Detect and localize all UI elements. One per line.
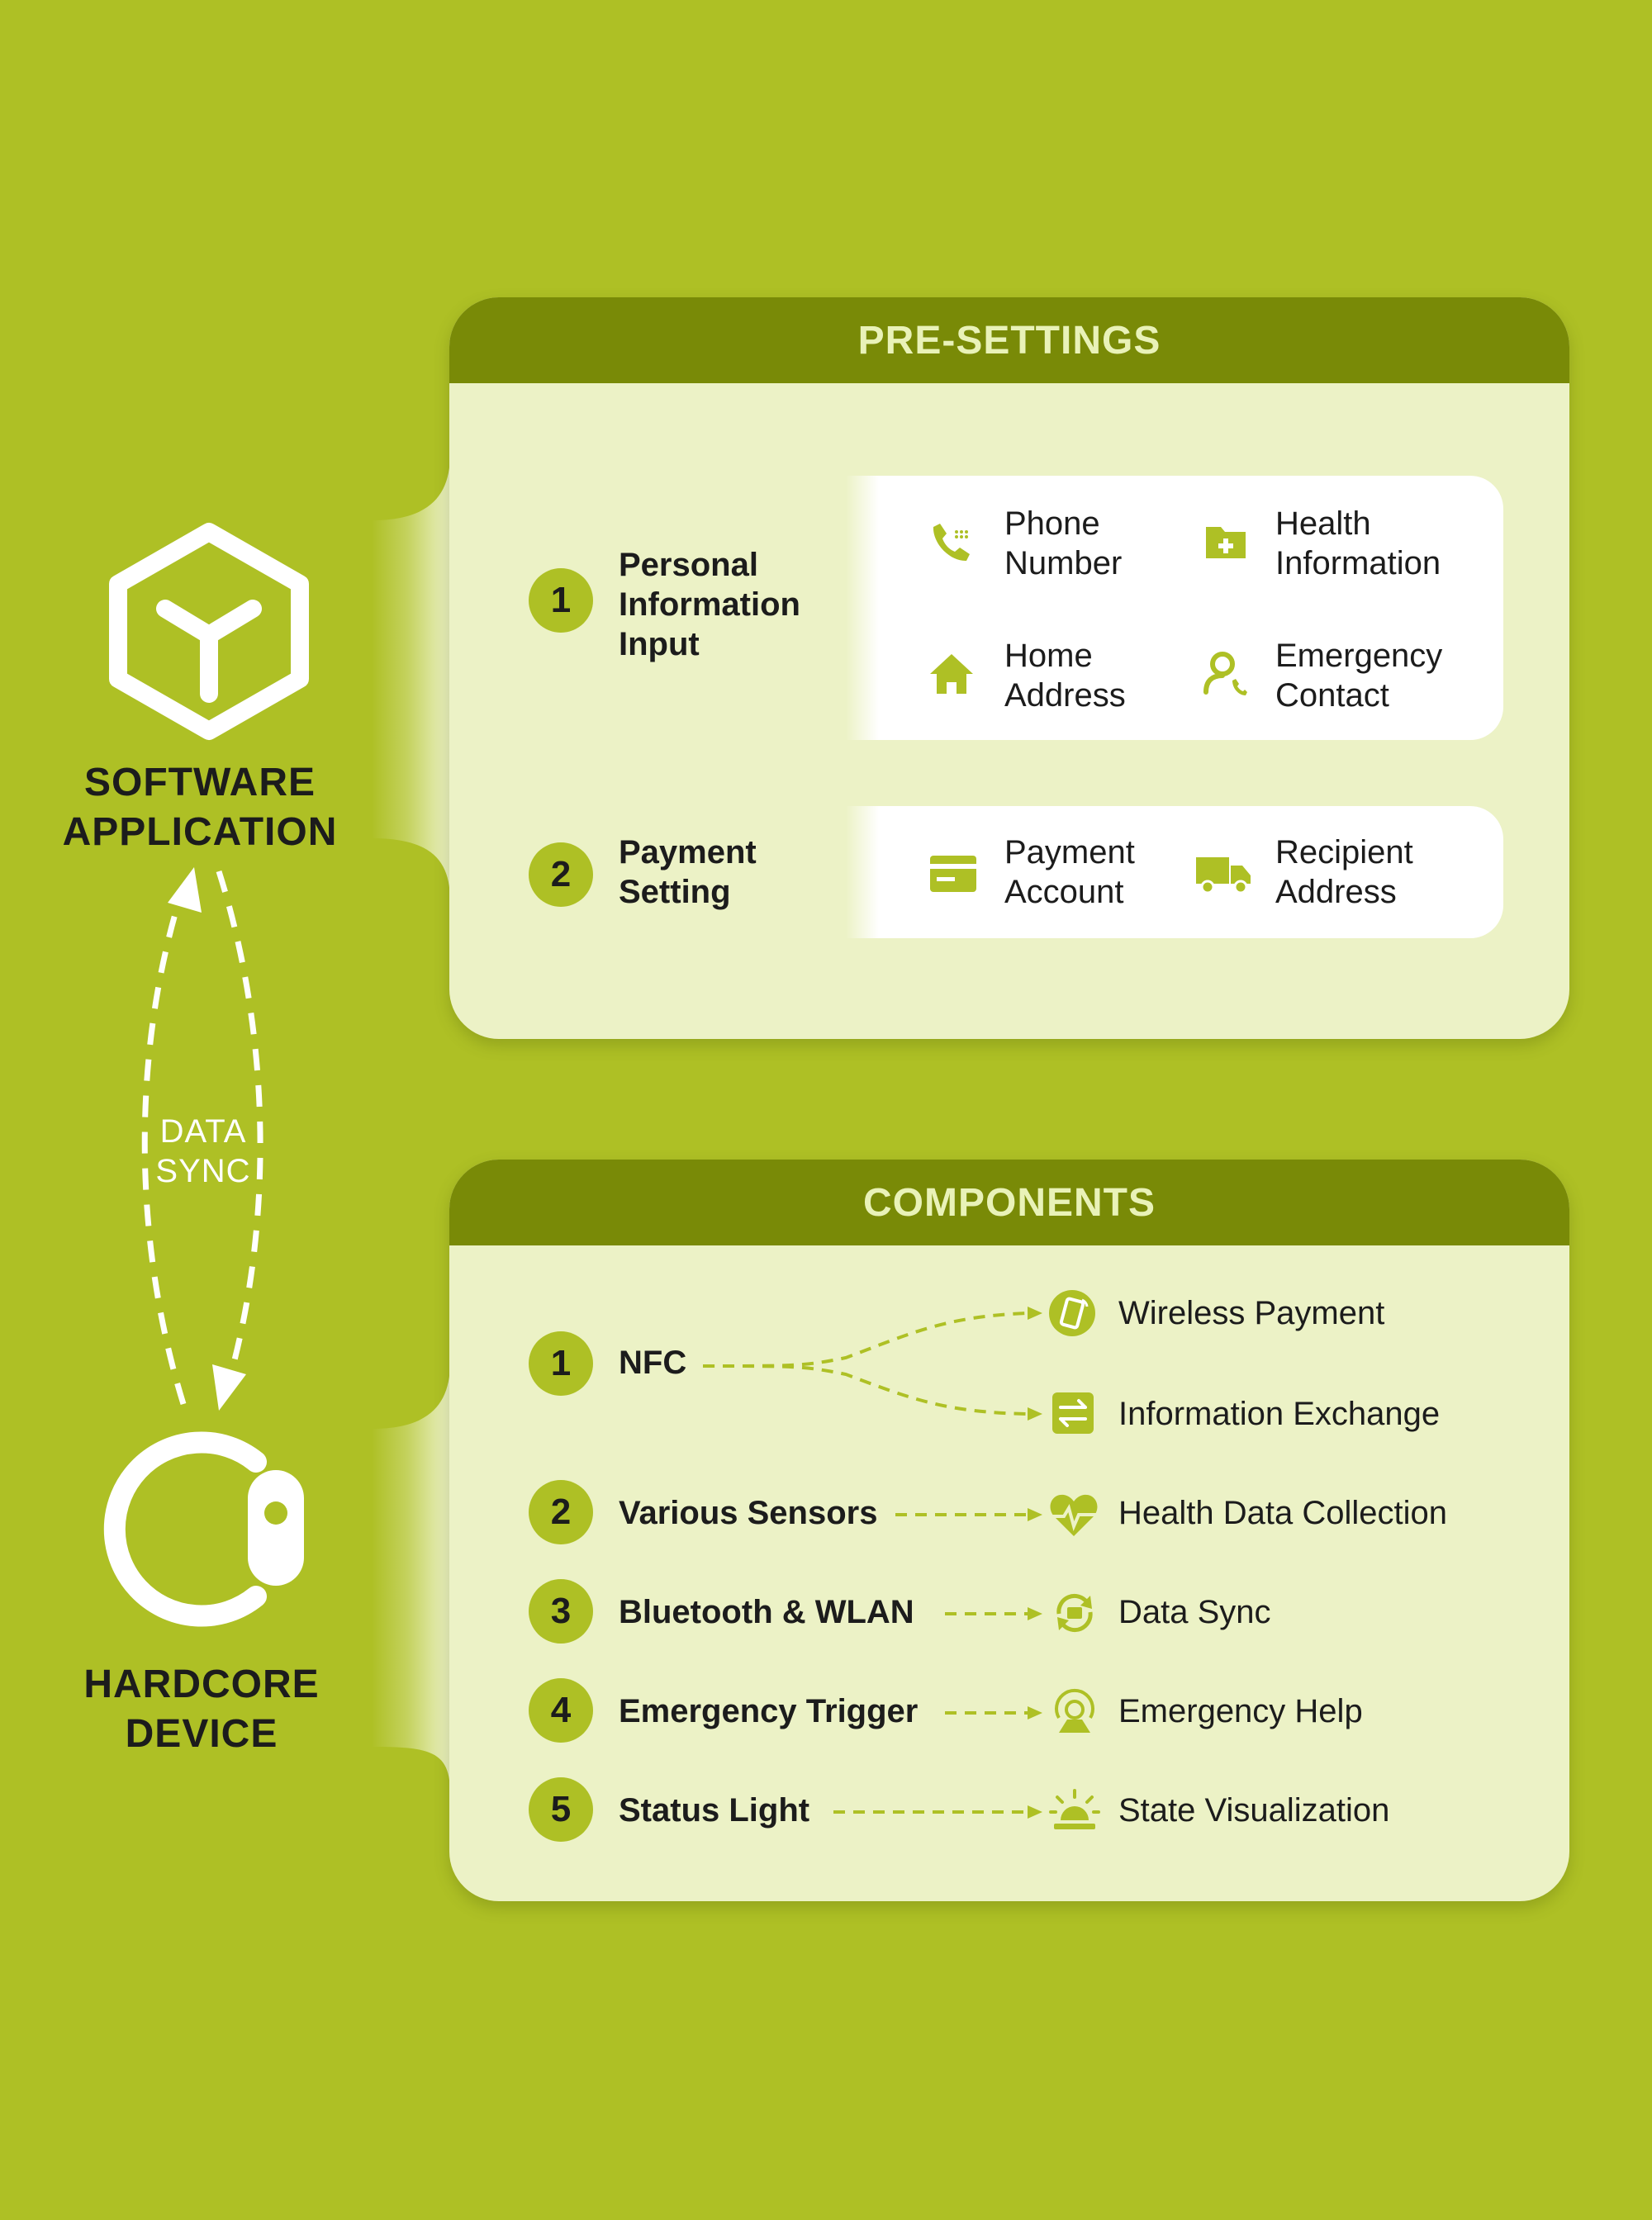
presettings-number-1: 1: [529, 568, 593, 633]
health-folder-icon: [1206, 527, 1246, 558]
recipient-address-line2: Address: [1275, 874, 1397, 910]
wearable-device-icon: [103, 1431, 304, 1627]
data-sync-line1: DATA: [159, 1113, 247, 1150]
home-address-line1: Home: [1004, 638, 1093, 674]
payment-account-line1: Payment: [1004, 834, 1135, 870]
light-icon: [1049, 1789, 1100, 1829]
nfc-phone-icon: [1049, 1290, 1095, 1336]
data-sync-line2: SYNC: [155, 1153, 251, 1189]
software-label: SOFTWARE APPLICATION: [0, 758, 406, 857]
health-data-collection-text: Health Data Collection: [1118, 1495, 1447, 1531]
data-sync-text: Data Sync: [1118, 1594, 1271, 1630]
phone-number-line2: Number: [1004, 545, 1123, 581]
software-label-line1: SOFTWARE: [84, 761, 316, 804]
alert-icon: [1055, 1688, 1094, 1733]
status-light-label: Status Light: [619, 1792, 810, 1829]
payment-setting-label: Payment Setting: [619, 832, 757, 912]
emergency-help-text: Emergency Help: [1118, 1693, 1363, 1729]
hardware-label: HARDCORE DEVICE: [0, 1660, 408, 1759]
presettings-panel: PRE-SETTINGS 1 Personal Information Inpu…: [449, 297, 1569, 1039]
personal-info-label: Personal Information Input: [619, 545, 800, 664]
hardware-label-line2: DEVICE: [125, 1712, 278, 1756]
phone-number-text: Phone Number: [1004, 504, 1122, 583]
hardware-label-line1: HARDCORE: [83, 1663, 320, 1706]
phone-icon: [933, 524, 970, 562]
state-visualization-text: State Visualization: [1118, 1792, 1390, 1829]
sync-icon: [1056, 1593, 1093, 1633]
card-icon: [930, 856, 976, 892]
emergency-contact-text: Emergency Contact: [1275, 636, 1442, 715]
presettings-title: PRE-SETTINGS: [449, 297, 1569, 383]
personal-info-options: [846, 476, 1503, 740]
cube-icon: [109, 523, 309, 740]
personal-info-line2: Information: [619, 586, 800, 623]
data-sync-arrows: [141, 867, 263, 1411]
personal-info-line1: Personal: [619, 547, 758, 583]
component-number-3: 3: [529, 1579, 593, 1644]
components-connector: [372, 1363, 450, 1792]
components-title: COMPONENTS: [449, 1160, 1569, 1245]
home-address-text: Home Address: [1004, 636, 1126, 715]
payment-account-line2: Account: [1004, 874, 1124, 910]
emergency-contact-line1: Emergency: [1275, 638, 1443, 674]
nfc-label: NFC: [619, 1345, 687, 1381]
health-info-text: Health Information: [1275, 504, 1441, 583]
personal-info-line3: Input: [619, 626, 700, 662]
component-number-2: 2: [529, 1480, 593, 1544]
component-number-5: 5: [529, 1777, 593, 1842]
information-exchange-text: Information Exchange: [1118, 1396, 1441, 1432]
payment-setting-line2: Setting: [619, 874, 731, 910]
payment-account-text: Payment Account: [1004, 832, 1135, 912]
components-panel: COMPONENTS 1 NFC Wireless Payment Infor: [449, 1160, 1569, 1901]
home-icon: [930, 654, 973, 694]
software-label-line2: APPLICATION: [62, 810, 338, 854]
payment-setting-line1: Payment: [619, 834, 757, 870]
bluetooth-wlan-label: Bluetooth & WLAN: [619, 1594, 914, 1630]
health-info-line1: Health: [1275, 505, 1371, 542]
presettings-number-2: 2: [529, 842, 593, 907]
recipient-address-line1: Recipient: [1275, 834, 1413, 870]
various-sensors-label: Various Sensors: [619, 1495, 878, 1531]
emergency-trigger-label: Emergency Trigger: [619, 1693, 919, 1729]
home-address-line2: Address: [1004, 677, 1126, 714]
recipient-address-text: Recipient Address: [1275, 832, 1413, 912]
heartbeat-icon: [1049, 1494, 1099, 1536]
component-number-1: 1: [529, 1331, 593, 1396]
exchange-icon: [1052, 1392, 1094, 1434]
component-number-4: 4: [529, 1678, 593, 1743]
emergency-contact-line2: Contact: [1275, 677, 1389, 714]
emergency-contact-icon: [1203, 652, 1247, 695]
wireless-payment-text: Wireless Payment: [1118, 1295, 1385, 1331]
truck-icon: [1196, 857, 1251, 894]
data-sync-label: DATA SYNC: [121, 1112, 286, 1191]
health-info-line2: Information: [1275, 545, 1441, 581]
presettings-connector: [372, 454, 450, 900]
component-arrows: [702, 1307, 1042, 1819]
phone-number-line1: Phone: [1004, 505, 1100, 542]
